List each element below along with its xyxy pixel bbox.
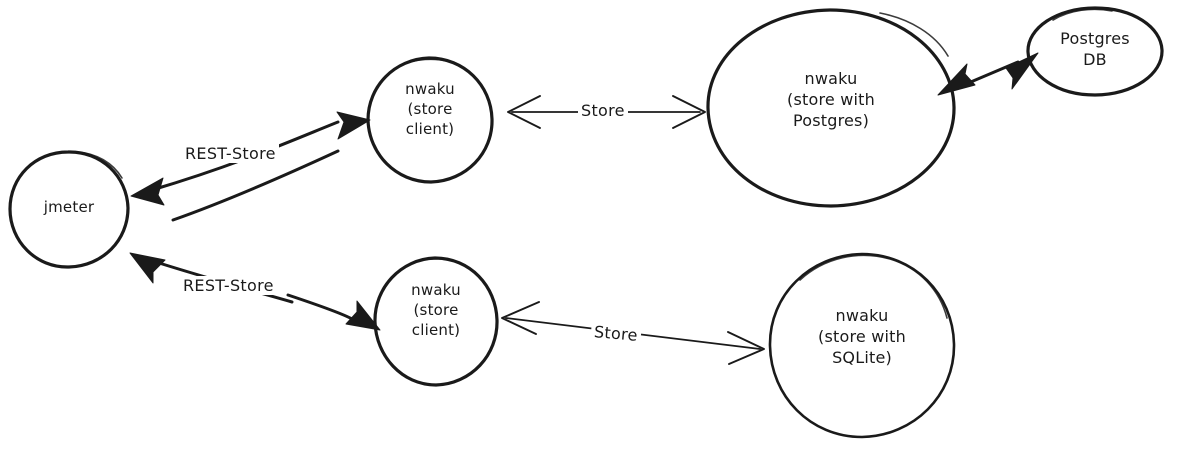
node-store-client-top-sketch-stroke — [402, 58, 448, 65]
node-nwaku-postgres-shape — [706, 8, 956, 208]
node-nwaku-sqlite[interactable] — [768, 252, 956, 439]
edge-rest-store-bottom-label: REST-Store — [180, 276, 277, 295]
node-postgres-db[interactable] — [1026, 6, 1164, 97]
edge-store-bottom-left-arrowhead — [501, 301, 540, 335]
node-nwaku-postgres[interactable] — [706, 8, 956, 208]
node-postgres-db-shape — [1026, 6, 1164, 97]
node-store-client-top-shape — [366, 56, 494, 184]
edge-store-top-label: Store — [578, 101, 628, 120]
edge-postgres-db-link-line — [964, 60, 1020, 86]
edge-postgres-db-link-left-arrowhead — [937, 63, 976, 96]
edge-rest-store-bottom-inbound-arrowhead — [129, 252, 166, 284]
node-nwaku-postgres-sketch-stroke — [879, 12, 949, 57]
edge-rest-store-top-outbound-arrowhead — [336, 111, 371, 140]
node-store-client-bottom[interactable] — [373, 256, 499, 387]
edge-store-top-right-arrowhead — [672, 95, 706, 129]
edge-rest-store-top-outbound-line — [171, 149, 340, 222]
edge-rest-store-bottom-outbound-line — [286, 293, 354, 321]
edge-rest-store-bottom-outbound[interactable] — [286, 293, 381, 331]
node-jmeter-shape — [8, 150, 130, 269]
node-store-client-bottom-sketch-stroke — [413, 258, 463, 265]
node-store-client-bottom-shape — [373, 256, 499, 387]
edge-postgres-db-link[interactable] — [937, 52, 1039, 96]
node-jmeter[interactable] — [8, 150, 130, 269]
node-jmeter-sketch-stroke — [76, 151, 123, 179]
node-nwaku-sqlite-sketch-stroke — [799, 254, 948, 319]
node-postgres-db-sketch-stroke — [1052, 8, 1113, 21]
edge-rest-store-top-inbound[interactable] — [130, 120, 340, 206]
edge-store-bottom-right-arrowhead — [727, 331, 765, 365]
edge-store-top-left-arrowhead — [507, 95, 541, 129]
edge-rest-store-top-label: REST-Store — [182, 144, 279, 163]
edge-rest-store-top-inbound-arrowhead — [130, 177, 165, 206]
edge-postgres-db-link-right-arrowhead — [1005, 52, 1039, 90]
node-store-client-top[interactable] — [366, 56, 494, 184]
edge-rest-store-top-outbound[interactable] — [171, 111, 371, 222]
edge-rest-store-bottom-outbound-arrowhead — [345, 300, 381, 331]
